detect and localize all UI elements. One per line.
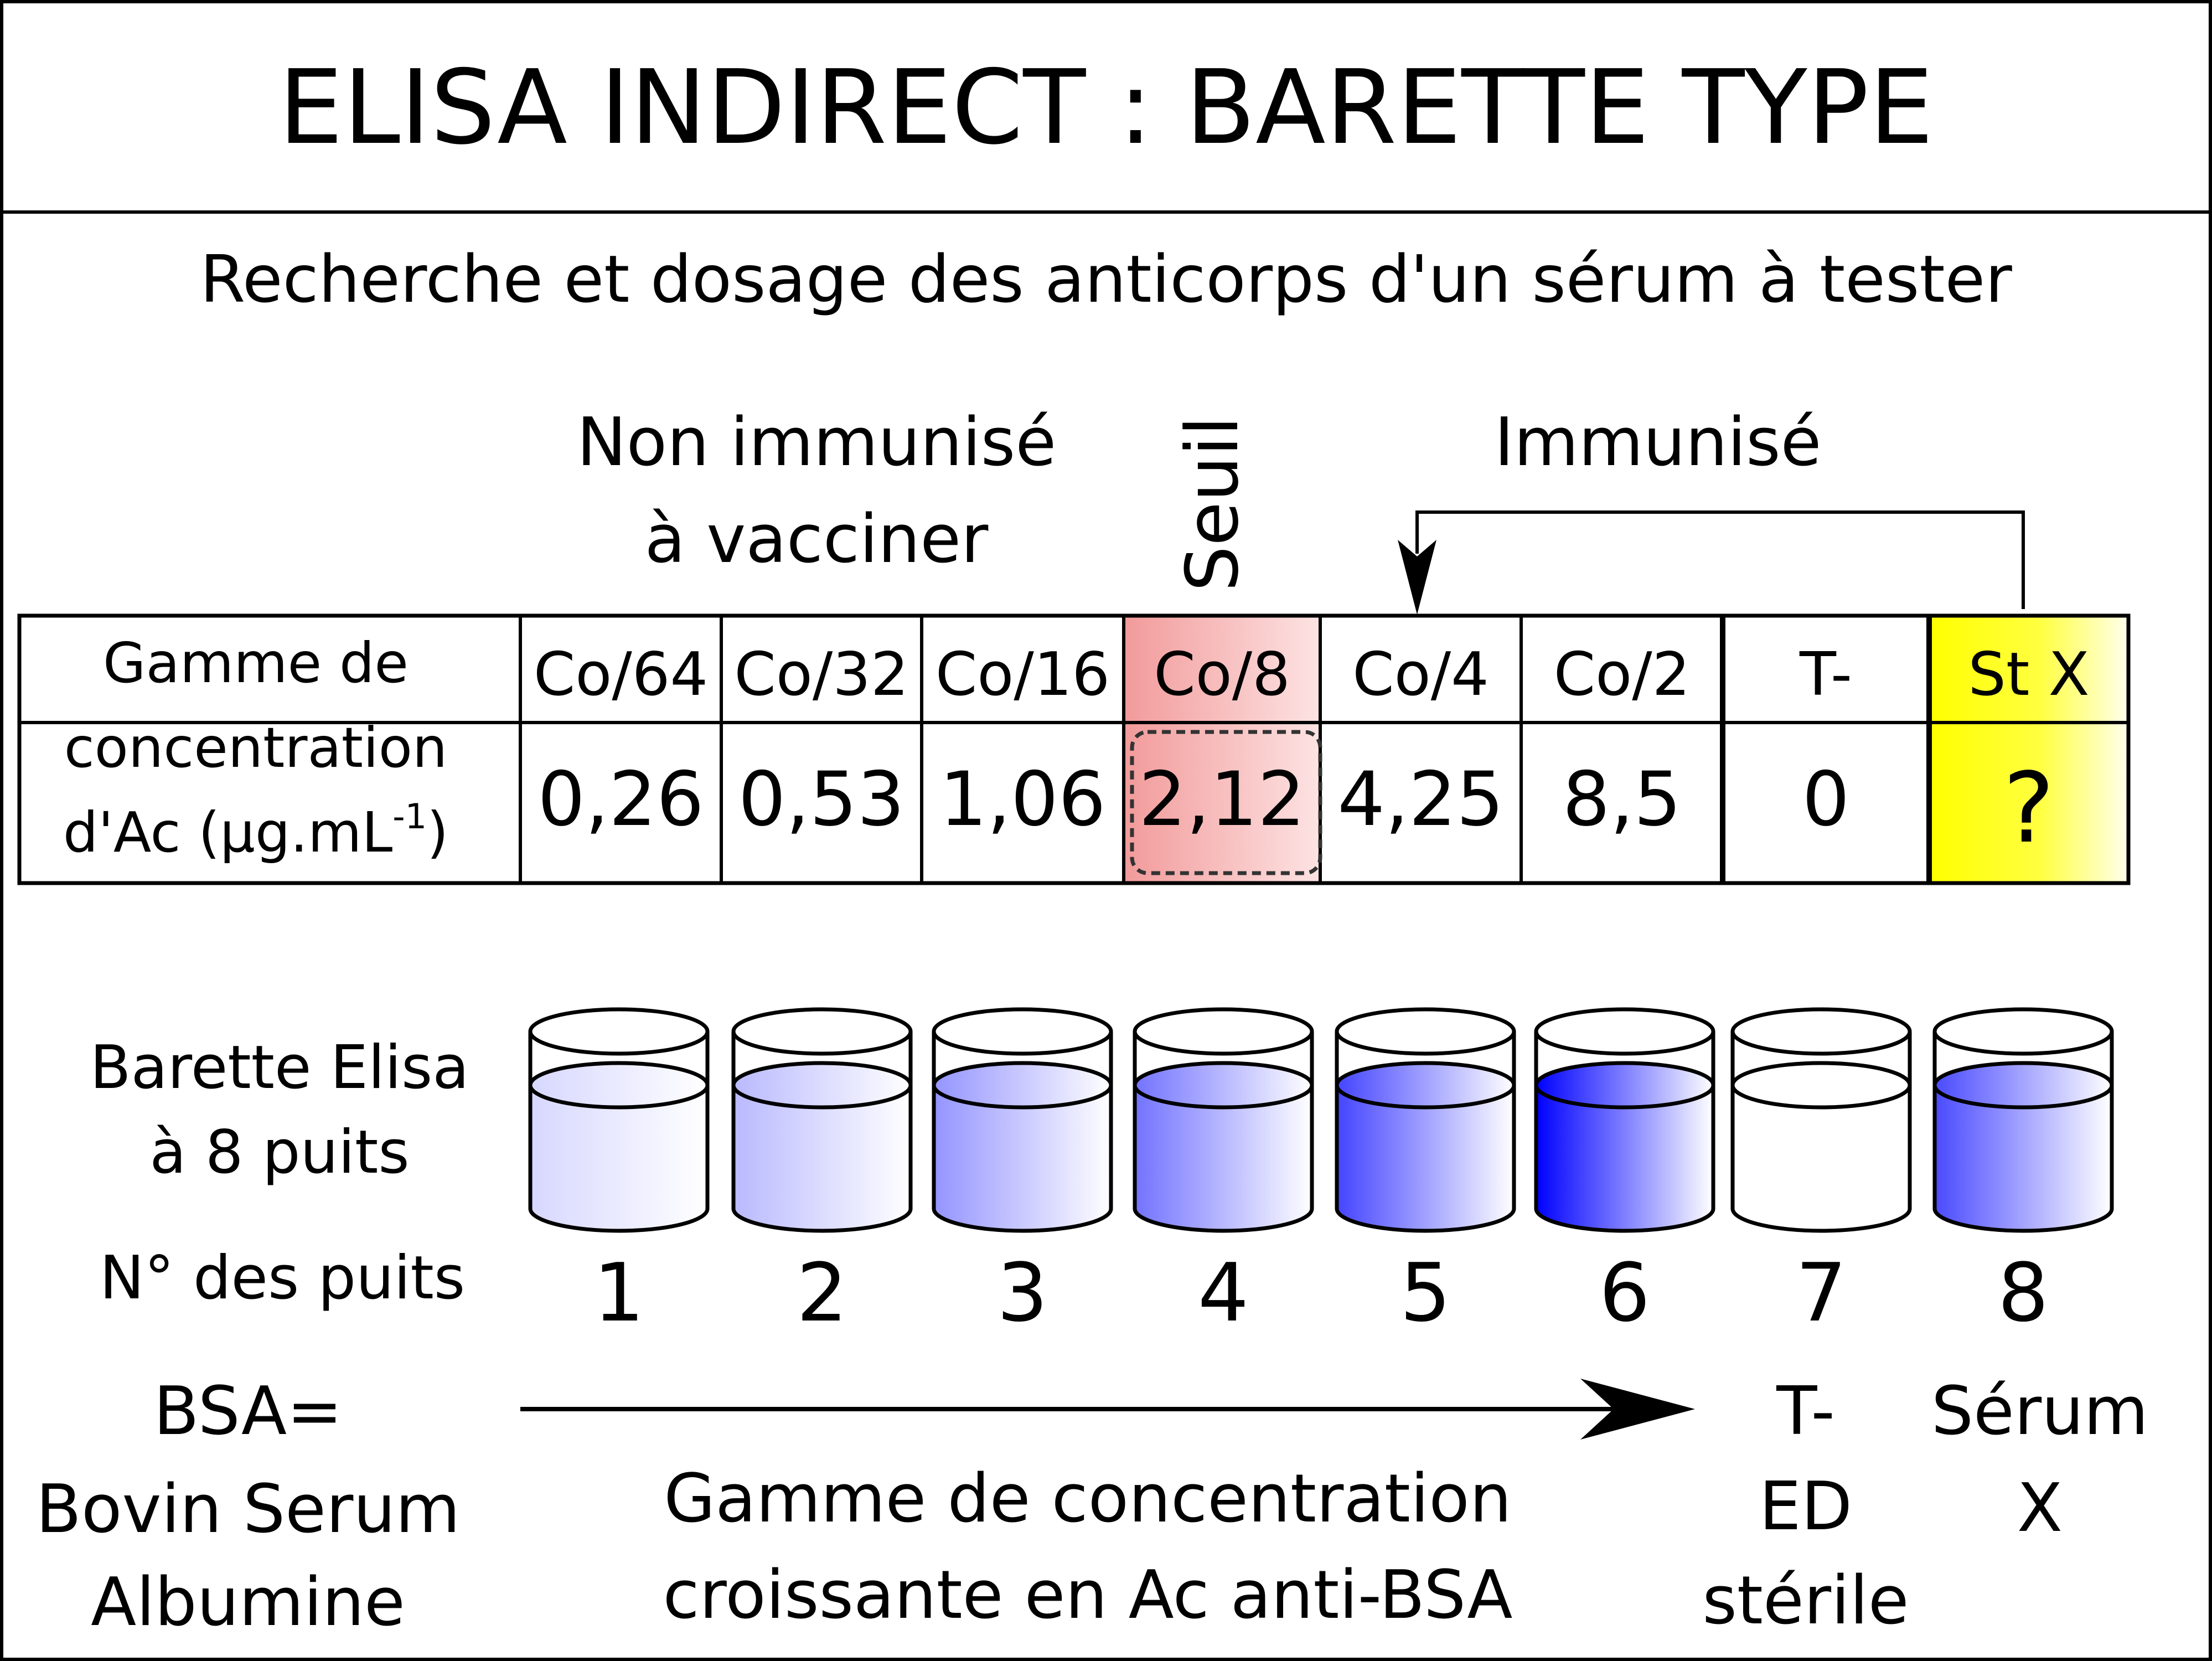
wells-label-line1: Barette Elisa: [90, 1033, 469, 1102]
tneg-line2: ED: [1759, 1468, 1852, 1545]
column-header-6: Co/2: [1554, 640, 1691, 709]
column-header-1: Co/64: [534, 640, 708, 709]
column-header-2: Co/32: [734, 640, 908, 709]
well-number-8: 8: [1998, 1246, 2049, 1340]
bsa-line3: Albumine: [91, 1564, 405, 1641]
bsa-line2: Bovin Serum: [36, 1471, 461, 1548]
column-value-2: 0,53: [738, 756, 905, 843]
tneg-line3: stérile: [1702, 1562, 1909, 1639]
column-value-8: ?: [2003, 752, 2055, 865]
well-5: [1335, 1007, 1516, 1233]
well-2: [731, 1007, 913, 1233]
well-8: [1932, 1007, 2114, 1233]
well-number-7: 7: [1796, 1246, 1847, 1340]
row-label-line3: d'Ac (µg.mL-1): [63, 796, 448, 865]
tneg-line1: T-: [1776, 1373, 1835, 1450]
well-number-6: 6: [1599, 1246, 1650, 1340]
well-6: [1534, 1007, 1715, 1233]
page-subtitle: Recherche et dosage des anticorps d'un s…: [200, 241, 2012, 317]
column-header-8: St X: [1968, 640, 2089, 709]
immunise-arrow: [1398, 510, 2025, 615]
column-header-7: T-: [1799, 640, 1852, 709]
gamme-line1: Gamme de concentration: [664, 1461, 1512, 1538]
stx-column-fill: [1929, 616, 2130, 883]
column-header-5: Co/4: [1352, 640, 1489, 709]
wells-label-line2: à 8 puits: [149, 1118, 409, 1187]
column-value-6: 8,5: [1563, 756, 1682, 843]
well-3: [932, 1007, 1113, 1233]
seuil-column-fill: [1124, 616, 1320, 883]
serum-line2: X: [2017, 1470, 2063, 1547]
serum-line1: Sérum: [1931, 1373, 2148, 1450]
gamme-line2: croissante en Ac anti-BSA: [663, 1557, 1513, 1634]
label-seuil: Seuil: [1170, 416, 1254, 591]
seuil-dashed-box: [1130, 730, 1322, 875]
well-7: [1730, 1007, 1912, 1233]
column-value-3: 1,06: [939, 756, 1106, 843]
bsa-line1: BSA=: [153, 1373, 342, 1450]
column-value-4: 2,12: [1139, 756, 1305, 843]
column-value-5: 4,25: [1337, 756, 1504, 843]
well-1: [528, 1007, 710, 1233]
label-immunise: Immunisé: [1495, 404, 1822, 481]
label-a-vacciner: à vacciner: [645, 501, 989, 578]
well-number-3: 3: [997, 1246, 1048, 1340]
gamme-arrow: [520, 1379, 1695, 1440]
column-value-7: 0: [1802, 756, 1850, 843]
row-label-line1: Gamme de: [103, 631, 409, 695]
well-number-2: 2: [797, 1246, 847, 1340]
column-header-4: Co/8: [1154, 640, 1290, 709]
well-number-5: 5: [1400, 1246, 1451, 1340]
column-value-1: 0,26: [538, 756, 704, 843]
well-numbers-label: N° des puits: [100, 1244, 465, 1313]
label-non-immunise: Non immunisé: [577, 404, 1056, 481]
row-label-line2: concentration: [64, 715, 448, 780]
column-header-3: Co/16: [936, 640, 1110, 709]
well-number-4: 4: [1198, 1246, 1249, 1340]
concentration-table: [17, 613, 2131, 885]
well-4: [1133, 1007, 1314, 1233]
page-title: ELISA INDIRECT : BARETTE TYPE: [278, 48, 1934, 167]
well-number-1: 1: [593, 1246, 644, 1340]
